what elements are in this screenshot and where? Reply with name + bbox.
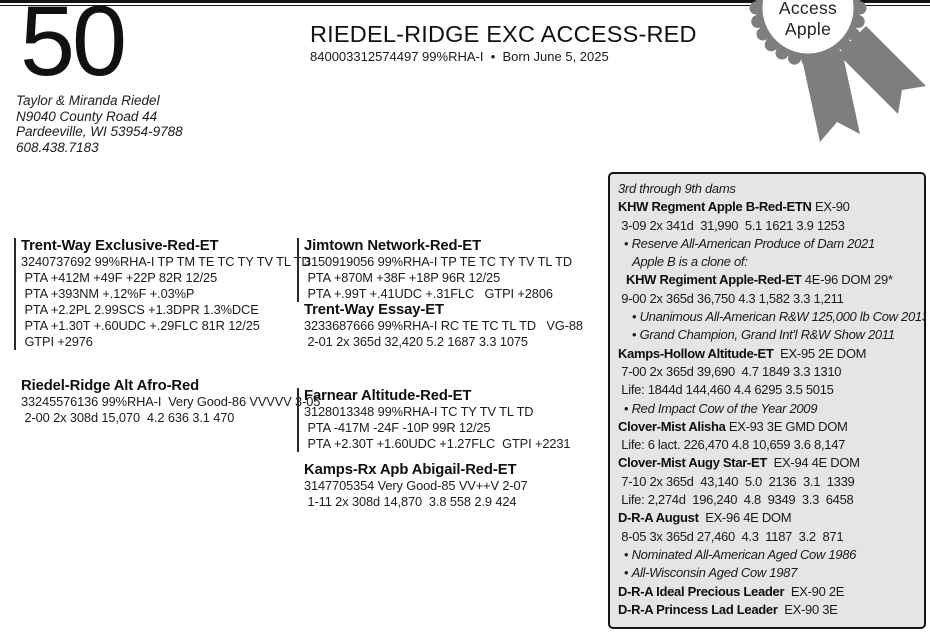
dam-name-row: Clover-Mist Augy Star-ET EX-94 4E DOM xyxy=(618,455,860,471)
dams-box: 3rd through 9th dams KHW Regment Apple B… xyxy=(608,172,926,629)
ribbon-tail-left xyxy=(802,51,860,142)
dam-data-row: Life: 2,274d 196,240 4.8 9349 3.3 6458 xyxy=(618,492,854,508)
pedigree-data-line: 2-00 2x 308d 15,070 4.2 636 3.1 470 xyxy=(21,410,235,425)
pedigree-data-line: PTA -417M -24F -10P 99R 12/25 xyxy=(304,420,491,435)
pedigree-data-line: PTA +2.30T +1.60UDC +1.27FLC GTPI +2231 xyxy=(304,436,571,451)
title-block: RIEDEL-RIDGE EXC ACCESS-RED 840003312574… xyxy=(310,21,697,64)
dam-data-row: Life: 6 lact. 226,470 4.8 10,659 3.6 8,1… xyxy=(618,437,846,453)
pedigree-data-line: PTA +2.2PL 2.99SCS +1.3DPR 1.3%DCE xyxy=(21,302,259,317)
pedigree-animal-name: Trent-Way Essay-ET xyxy=(304,302,444,318)
pedigree-animal-name: Jimtown Network-Red-ET xyxy=(304,238,482,254)
pedigree-animal-name: Riedel-Ridge Alt Afro-Red xyxy=(21,378,200,394)
pedigree-data-line: PTA +870M +38F +18P 96R 12/25 xyxy=(304,270,501,285)
dam-award-row: • Nominated All-American Aged Cow 1986 xyxy=(624,546,857,562)
pedigree-data-line: 3240737692 99%RHA-I TP TM TE TC TY TV TL… xyxy=(21,254,311,269)
award-ribbon-graphic xyxy=(749,0,926,142)
top-double-rule xyxy=(0,0,930,6)
pedigree-animal-name: Farnear Altitude-Red-ET xyxy=(304,388,472,404)
dam-award-row: • All-Wisconsin Aged Cow 1987 xyxy=(624,565,798,581)
consignor-block: Taylor & Miranda Riedel N9040 County Roa… xyxy=(16,93,183,155)
consignor-name: Taylor & Miranda Riedel xyxy=(16,93,160,108)
dam-data-row: 9-00 2x 365d 36,750 4.3 1,582 3.3 1,211 xyxy=(618,290,844,306)
pedigree-data-line: 3128013348 99%RHA-I TC TY TV TL TD xyxy=(304,404,534,419)
dam-name-row: Kamps-Hollow Altitude-ET EX-95 2E DOM xyxy=(618,345,867,361)
consignor-phone: 608.438.7183 xyxy=(16,139,99,155)
pedigree-data-line: PTA +393NM +.12%F +.03%P xyxy=(21,286,195,301)
dams-box-title: 3rd through 9th dams xyxy=(618,181,736,196)
dam-data-row: 7-10 2x 365d 43,140 5.0 2136 3.1 1339 xyxy=(618,473,855,489)
pedigree-data-line: PTA +1.30T +.60UDC +.29FLC 81R 12/25 xyxy=(21,318,260,333)
dam-award-row: Apple B is a clone of: xyxy=(632,254,748,270)
pedigree-data-line: 3147705354 Very Good-85 VV++V 2-07 xyxy=(304,478,528,493)
pedigree-data-line: PTA +.99T +.41UDC +.31FLC GTPI +2806 xyxy=(304,286,553,301)
ribbon-text-line1: Access xyxy=(778,0,838,18)
ribbon-tail-right xyxy=(838,26,926,114)
rosette-center xyxy=(762,0,854,54)
pedigree-data-line: 3150919056 99%RHA-I TP TE TC TY TV TL TD xyxy=(304,254,572,269)
dam-name-row: D-R-A August EX-96 4E DOM xyxy=(618,510,792,526)
dam-award-row: • Unanimous All-American R&W 125,000 lb … xyxy=(632,309,926,325)
consignor-address-line1: N9040 County Road 44 xyxy=(16,108,158,124)
animal-id-subtitle: 840003312574497 99%RHA-I • Born June 5, … xyxy=(310,49,609,64)
ribbon-text: Access Apple xyxy=(742,0,874,40)
ribbon-text-line2: Apple xyxy=(784,19,832,39)
pedigree-data-line: PTA +412M +49F +22P 82R 12/25 xyxy=(21,270,218,285)
pedigree-data-line: 33245576136 99%RHA-I Very Good-86 VVVVV … xyxy=(21,394,321,409)
pedigree-data-line: 1-11 2x 308d 14,870 3.8 558 2.9 424 xyxy=(304,494,517,509)
dam-name-row: KHW Regment Apple B-Red-ETN EX-90 xyxy=(618,199,850,215)
animal-name-title: RIEDEL-RIDGE EXC ACCESS-RED xyxy=(310,21,697,47)
award-ribbon: Access Apple xyxy=(742,0,930,170)
dam-name-row: D-R-A Ideal Precious Leader EX-90 2E xyxy=(618,583,845,599)
dam-name-row: D-R-A Princess Lad Leader EX-90 3E xyxy=(618,601,838,617)
dam-name-row: Clover-Mist Alisha EX-93 3E GMD DOM xyxy=(618,418,848,434)
dam-award-row: • Red Impact Cow of the Year 2009 xyxy=(624,400,818,416)
lot-number: 50 xyxy=(20,0,127,96)
dam-data-row: 7-00 2x 365d 39,690 4.7 1849 3.3 1310 xyxy=(618,363,842,379)
dam-data-row: Life: 1844d 144,460 4.4 6295 3.5 5015 xyxy=(618,382,834,398)
dam-data-row: 8-05 3x 365d 27,460 4.3 1187 3.2 871 xyxy=(618,528,844,544)
dam-data-row: 3-09 2x 341d 31,990 5.1 1621 3.9 1253 xyxy=(618,217,845,233)
dam-name-row: KHW Regiment Apple-Red-ET 4E-96 DOM 29* xyxy=(626,272,893,288)
pedigree-data-line: GTPI +2976 xyxy=(21,334,93,349)
pedigree-data-line: 3233687666 99%RHA-I RC TE TC TL TD VG-88 xyxy=(304,318,583,333)
consignor-address-line2: Pardeeville, WI 53954-9788 xyxy=(16,124,183,140)
pedigree-animal-name: Trent-Way Exclusive-Red-ET xyxy=(21,238,219,254)
pedigree-data-line: 2-01 2x 365d 32,420 5.2 1687 3.3 1075 xyxy=(304,334,528,349)
pedigree-animal-name: Kamps-Rx Apb Abigail-Red-ET xyxy=(304,462,517,478)
dams-entries: KHW Regment Apple B-Red-ETN EX-90 3-09 2… xyxy=(618,198,926,619)
dam-award-row: • Reserve All-American Produce of Dam 20… xyxy=(624,235,875,251)
dam-award-row: • Grand Champion, Grand Int'l R&W Show 2… xyxy=(632,327,895,343)
